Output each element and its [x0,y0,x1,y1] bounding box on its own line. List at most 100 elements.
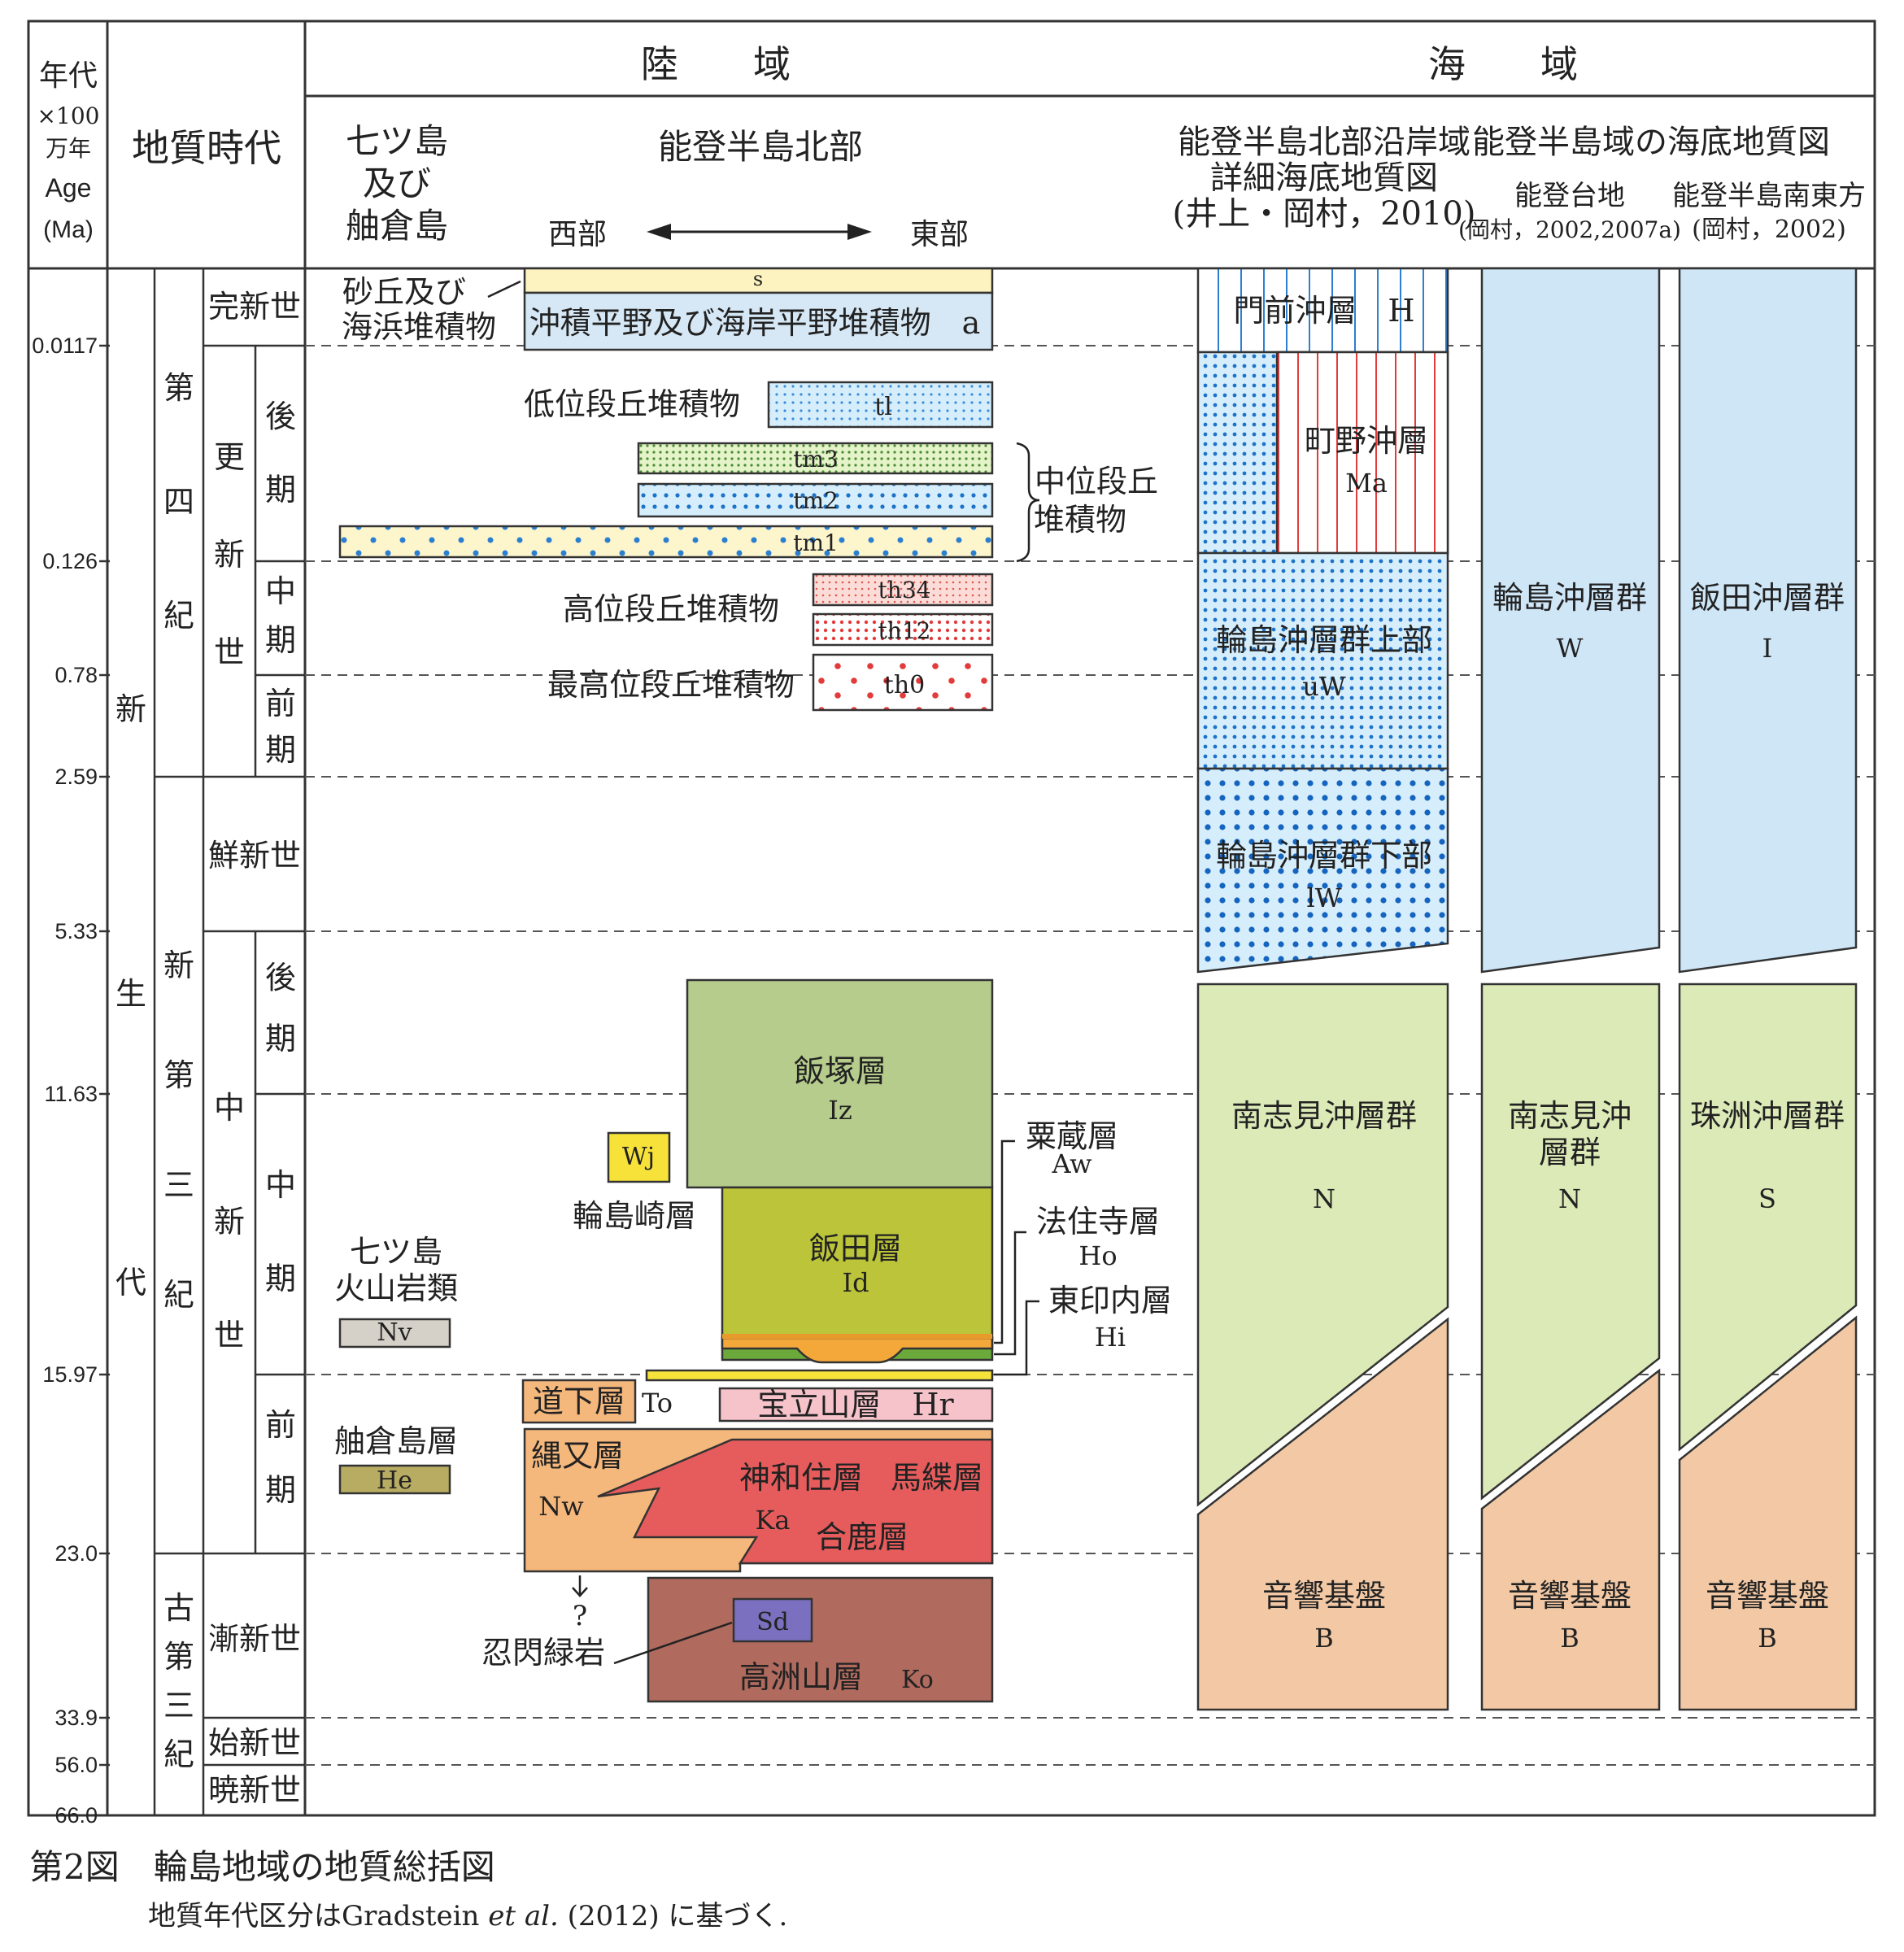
minamishimi-code: N [1313,1183,1335,1214]
age-labels: 0.0117 0.126 0.78 2.59 5.33 11.63 15.97 … [32,333,98,1828]
aw-label: Aw [1051,1148,1091,1179]
mid-terrace-label: 堆積物 [1034,502,1126,538]
basement-code: B [1758,1623,1777,1654]
neogene-label: 第 [163,1057,194,1093]
unit-tm1 [338,525,994,559]
pleistocene-label: 更 [214,439,245,475]
period-grid [153,268,305,1815]
southeast-ref: (岡村，2002) [1692,216,1846,244]
land-title: 陸 域 [641,42,791,86]
era-label: 代 [115,1265,146,1301]
basement-label: 音響基盤 [1262,1578,1386,1614]
sd-label: Sd [756,1608,789,1636]
wj-label: Wj [622,1143,655,1171]
age-label: 2.59 [54,765,98,789]
neogene-label: 三 [163,1167,194,1203]
unit-kosuzan [647,1576,994,1703]
unit-th12 [812,612,994,647]
age-unit: ×100 [37,102,100,129]
pleistocene-label: 世 [214,634,245,670]
suzu-label: 珠洲沖層群 [1690,1098,1845,1134]
land-leaders [487,280,1040,1665]
baren-label: 馬緤層 [891,1460,983,1496]
unit-th0 [812,653,994,712]
nanatsu-volc-label: 火山岩類 [334,1270,458,1306]
age-label: 15.97 [42,1362,98,1387]
age-label: 11.63 [44,1082,98,1106]
unit-hojuji [721,1336,994,1364]
unit-alluvium [523,291,994,351]
unit-minamishimi-plateau [1480,983,1661,1501]
awakura-label: 粟蔵層 [1026,1118,1118,1154]
unit-wj [607,1131,671,1183]
period-labels: 新 生 代 第 四 紀 新 第 三 紀 古 第 三 紀 完新世 更 新 世 鮮新… [115,289,301,1808]
tm2-label: tm2 [793,487,839,514]
early-label: 期 [265,1472,296,1508]
monzen-label: 門前沖層 H [1233,293,1414,329]
figure-caption: 第2図 輪島地域の地質総括図 [29,1847,495,1887]
low-terrace-label: 低位段丘堆積物 [524,386,740,422]
middle-label: 中 [265,573,296,609]
southeast-header: 能登半島南東方 [1672,180,1866,212]
nanatsu-volc-label: 七ツ島 [350,1234,442,1270]
unit-tl [767,381,994,429]
th34-label: th34 [878,577,931,603]
high-terrace-label: 高位段丘堆積物 [563,591,779,627]
paleogene-label: 三 [163,1688,194,1723]
highest-terrace-label: 最高位段丘堆積物 [547,667,795,703]
nanatsu-header: 七ツ島 [346,121,448,161]
era-label: 新 [115,691,146,727]
iida-group-label: 飯田沖層群 [1690,580,1845,616]
iizuka-label: 飯塚層 [794,1053,887,1089]
stratigraphic-diagram: 0.0117 0.126 0.78 2.59 5.33 11.63 15.97 … [27,20,1876,1828]
hojuji-label: 法住寺層 [1036,1204,1160,1240]
sea-units [1196,267,1858,1711]
age-label: 5.33 [54,919,98,943]
paleogene-label: 第 [163,1639,194,1675]
upper-w-label: 輪島沖層群上部 [1216,622,1432,658]
noto-north-header: 能登半島北部 [658,127,863,167]
age-label: 66.0 [54,1803,98,1828]
east-label: 東部 [910,218,969,251]
late-label: 後 [265,399,296,434]
unit-s [523,267,994,294]
question-mark: ? [573,1600,587,1632]
age-unit: (Ma) [43,216,94,243]
figure-note: 地質年代区分はGradstein et al. (2012) に基づく. [148,1893,787,1933]
age-unit: Age [46,173,92,203]
nv-label: Nv [377,1318,412,1347]
unit-th34 [812,573,994,607]
nanatsu-header: 舳倉島 [346,206,448,246]
unit-suzu [1678,983,1858,1452]
mid-terrace-label: 中位段丘 [1035,464,1158,499]
minamishimi-b-label: 南志見沖 [1508,1098,1632,1134]
era-label: 生 [115,976,146,1012]
age-label: 0.0117 [32,333,98,358]
horyuzan-label: 宝立山層 Hr [757,1387,954,1423]
age-label: 56.0 [54,1753,98,1777]
jinnasumi-label: 神和住層 [739,1460,863,1496]
unit-nv [338,1318,451,1349]
id-label: Id [842,1267,869,1298]
basement-label: 音響基盤 [1508,1578,1632,1614]
neogene-label: 紀 [163,1277,194,1313]
unit-yellow-bar [645,1369,994,1382]
unit-monzen [1196,267,1449,354]
unit-machino [1275,351,1449,555]
lower-w-code: lW [1306,882,1341,913]
unit-basement-plateau [1480,1368,1661,1711]
plateau-ref: (岡村，2002,2007a) [1458,216,1681,243]
late-label: 期 [265,472,296,508]
tl-label: tl [874,393,892,421]
unit-iizuka [686,978,994,1189]
th0-label: th0 [884,671,925,699]
basement-code: B [1560,1623,1579,1654]
quaternary-label: 第 [163,370,194,406]
iz-label: Iz [828,1095,852,1126]
ko-label: Ko [901,1666,934,1694]
ho-label: Ho [1078,1240,1117,1271]
middle-label: 期 [265,1261,296,1296]
wajima-group-code: W [1557,633,1584,664]
pliocene-label: 鮮新世 [208,838,301,874]
sea-labels: 門前沖層 H 町野沖層 Ma 輪島沖層群上部 uW 輪島沖層群下部 lW 輪島沖… [1216,293,1845,1654]
